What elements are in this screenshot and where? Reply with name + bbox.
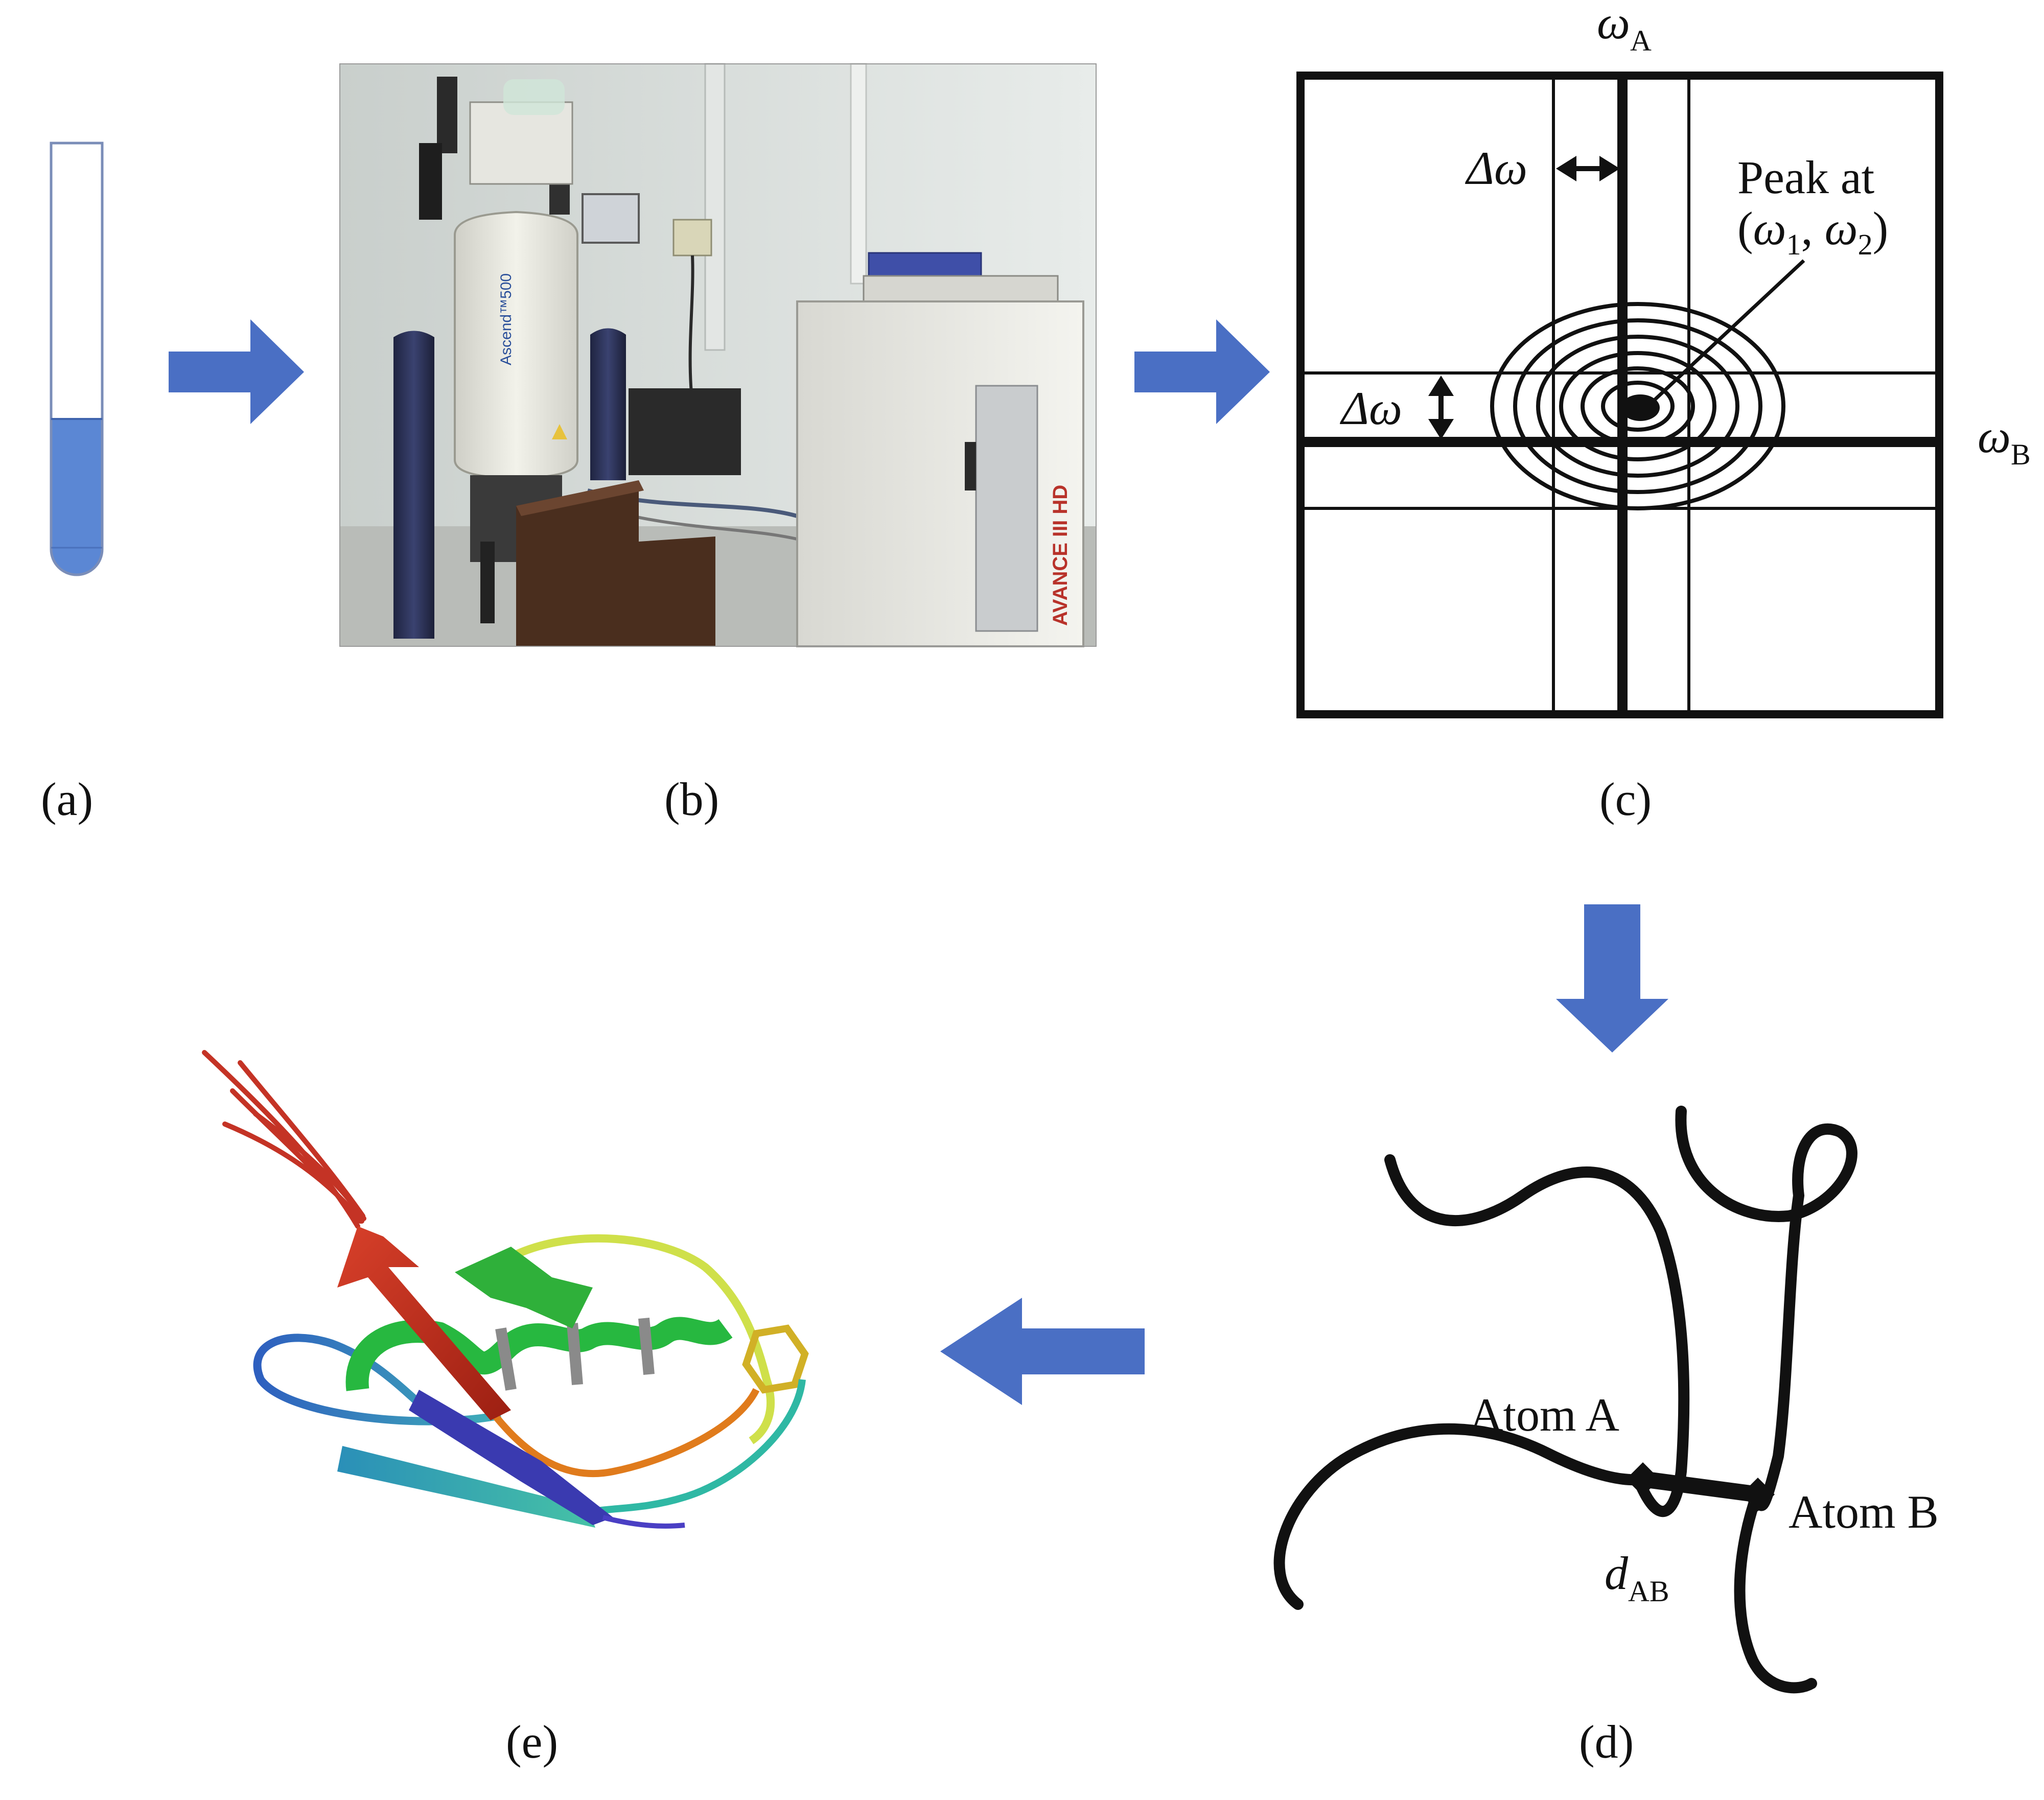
chain-strand [1384, 1154, 1690, 1517]
magnet-turret-cover [503, 79, 565, 115]
wall-pipe [850, 63, 867, 285]
ribbon-yellow-ring [742, 1324, 809, 1394]
peak-contour [1581, 366, 1695, 446]
peak-contour [1601, 381, 1675, 432]
panel-label-b: (b) [664, 773, 719, 825]
magnet-brand-text: Ascend™500 [498, 273, 515, 365]
omega-a-axis-label: ωA [1597, 0, 1652, 57]
wooden-step-box [629, 388, 741, 475]
sample-tube-icon [50, 142, 104, 576]
chain-strand [1675, 1106, 1857, 1694]
spectrum-diagram: Δω Δω ωA ωB Peak at (ω1, ω2) [1296, 0, 2031, 718]
warning-label [552, 424, 567, 439]
ribbon-teal-loop [587, 1379, 806, 1516]
ribbon-green-helix [345, 1317, 733, 1391]
peak-contour [1536, 335, 1739, 478]
panel-label-e: (e) [506, 1716, 558, 1768]
flow-arrow-icon [1134, 319, 1270, 424]
ribbon-red-sheet [337, 1226, 511, 1420]
ribbon-red-strands [202, 1050, 366, 1229]
panel-label-a: (a) [41, 773, 93, 825]
distance-label: dAB [1605, 1547, 1669, 1608]
ribbon-green-arrow [455, 1247, 593, 1328]
omega-b-symbol: ω [1978, 410, 2011, 462]
wooden-steps [516, 480, 715, 646]
distance-symbol: d [1605, 1547, 1629, 1599]
atom-a-marker [1626, 1462, 1660, 1496]
sample-tube-outline [50, 142, 104, 576]
ribbon-blue-loop [253, 1334, 502, 1439]
omega-a-symbol: ω [1597, 0, 1630, 49]
wall-outlet [672, 219, 712, 256]
magnet-leg [480, 542, 495, 623]
peak-contour [1490, 302, 1785, 510]
sample-liquid [51, 419, 102, 575]
atom-bond-line [1635, 1471, 1766, 1503]
ribbon-tail [602, 1515, 685, 1529]
ribbon-purple-sheet [409, 1390, 613, 1525]
delta-omega-left-label: Δω [1339, 382, 1402, 434]
ribbon-teal-sheet [337, 1446, 595, 1528]
control-panel [582, 193, 640, 244]
omega-a-subscript: A [1630, 24, 1652, 57]
chain-strand [1273, 1423, 1648, 1610]
peak-pointer-line [1649, 259, 1805, 405]
atom-b-marker [1741, 1478, 1775, 1511]
peak-contours [1490, 302, 1785, 510]
ribbon-green-helix-shade [495, 1318, 655, 1391]
peak-contour [1513, 318, 1762, 494]
atom-a-label: Atom A [1469, 1389, 1619, 1441]
delta-omega-width-arrow [1556, 156, 1620, 181]
omega-b-subscript: B [2011, 438, 2031, 471]
console-brand-text: AVANCE III HD [1049, 485, 1072, 626]
peak-label-line1: Peak at [1737, 151, 1875, 203]
ribbon-orange-loop [487, 1388, 760, 1478]
peak-center [1621, 394, 1660, 421]
console-cabinet [796, 300, 1084, 647]
console-handle [965, 442, 976, 490]
flow-arrow-icon [940, 1298, 1145, 1405]
console-vent-grill [975, 385, 1038, 632]
vibration-pillar [393, 331, 434, 639]
atom-b-label: Atom B [1788, 1486, 1939, 1538]
wall-pipe [704, 63, 726, 351]
wooden-step-top [516, 480, 644, 516]
peak-contour [1559, 351, 1716, 461]
protein-ribbon-icon [202, 1050, 809, 1529]
omega-b-axis-label: ωB [1978, 410, 2031, 471]
photo-frame [339, 63, 1097, 647]
molecule-distance-diagram [1273, 1106, 1857, 1694]
magnet-tower-column [419, 143, 442, 220]
delta-omega-top-label: Δω [1465, 142, 1527, 194]
panel-label-d: (d) [1579, 1716, 1634, 1768]
nmr-spectrometer-photo: Ascend™500 AVANCE III HD [339, 63, 1097, 647]
distance-subscript: AB [1628, 1575, 1669, 1608]
ribbon-yellow-loop [509, 1234, 775, 1444]
flow-arrow-icon [169, 319, 304, 424]
magnet-tower-top [437, 77, 457, 153]
flow-arrow-icon [1556, 904, 1668, 1053]
magnet-upper-box [469, 101, 573, 185]
panel-label-c: (c) [1599, 773, 1652, 825]
delta-omega-height-arrow [1428, 376, 1454, 439]
peak-label-line2: (ω1, ω2) [1737, 202, 1888, 261]
vibration-pillar [590, 328, 626, 480]
